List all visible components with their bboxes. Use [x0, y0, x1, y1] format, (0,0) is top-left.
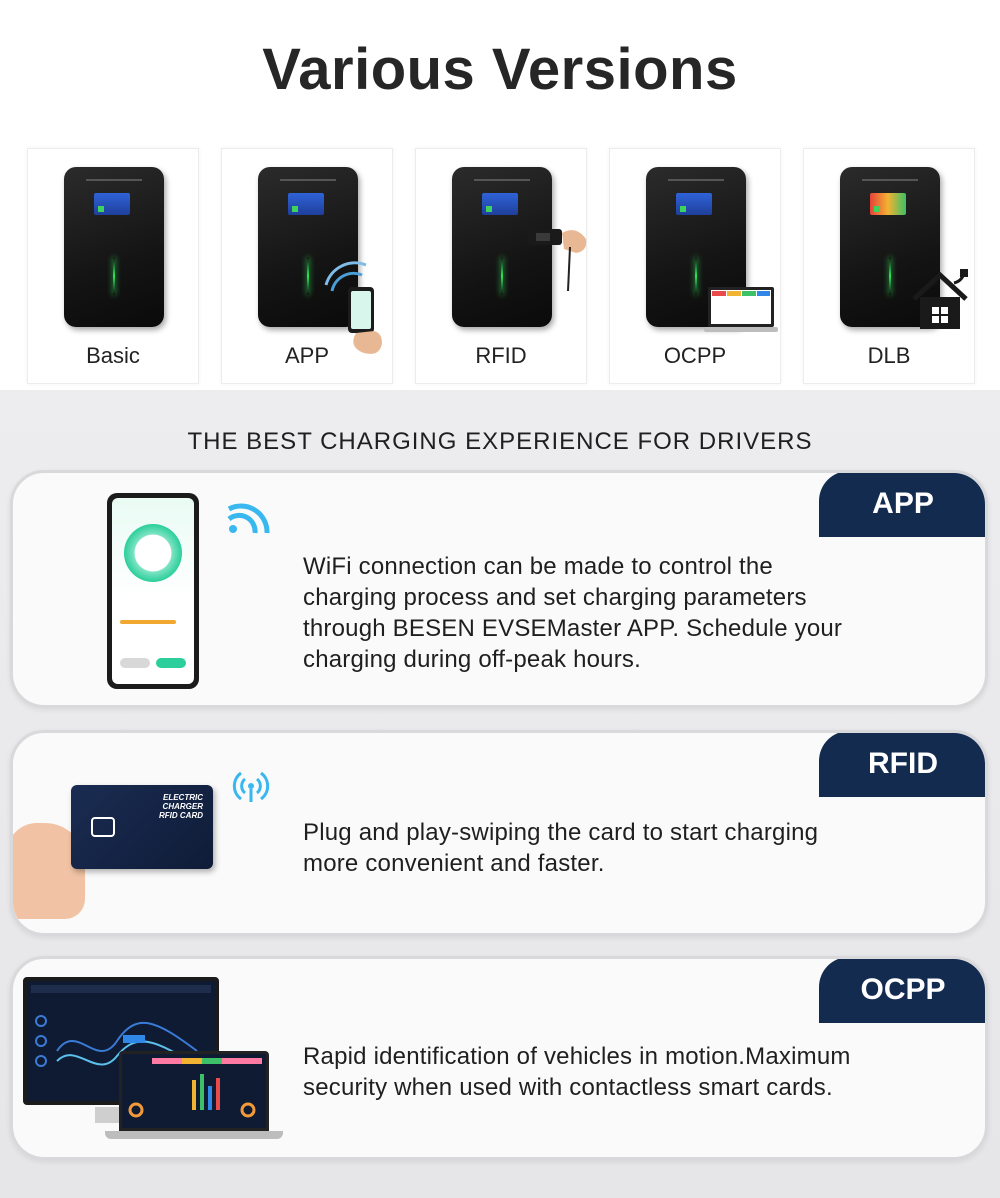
monitor-stand — [95, 1107, 125, 1123]
versions-row: Basic APP — [27, 148, 975, 384]
charge-gauge-icon — [124, 524, 182, 582]
laptop-dashboard-image — [119, 1051, 269, 1131]
version-label: RFID — [475, 343, 527, 368]
version-card-dlb[interactable]: DLB — [803, 148, 975, 384]
version-card-basic[interactable]: Basic — [27, 148, 199, 384]
version-label: Basic — [86, 343, 140, 368]
feature-description: WiFi connection can be made to control t… — [303, 553, 843, 673]
rfid-fob-icon — [528, 229, 587, 292]
charger-image — [452, 167, 552, 327]
feature-card-app: APP WiFi connection can be made to contr… — [10, 470, 988, 708]
feature-description: Plug and play-swiping the card to start … — [303, 819, 819, 877]
version-card-app[interactable]: APP — [221, 148, 393, 384]
version-label: DLB — [867, 343, 911, 368]
feature-card-ocpp: OCPP Rapid identification of vehicles in… — [10, 956, 988, 1160]
phone-wifi-icon — [324, 261, 382, 354]
charger-image — [840, 167, 940, 327]
version-label: APP — [284, 343, 330, 368]
feature-card-rfid: RFID ELECTRIC CHARGER RFID CARD Plug and… — [10, 730, 988, 936]
page-title: Various Versions — [262, 37, 738, 102]
rfid-card-image: ELECTRIC CHARGER RFID CARD — [71, 785, 213, 869]
laptop-base — [105, 1131, 283, 1139]
antenna-icon — [232, 771, 270, 802]
section-title: THE BEST CHARGING EXPERIENCE FOR DRIVERS — [187, 428, 813, 455]
version-card-ocpp[interactable]: OCPP — [609, 148, 781, 384]
feature-description: Rapid identification of vehicles in moti… — [303, 1043, 851, 1101]
laptop-icon — [704, 287, 778, 332]
version-label: OCPP — [663, 343, 727, 368]
house-plug-icon — [912, 269, 968, 329]
feature-tag: RFID — [819, 733, 985, 797]
wifi-icon — [227, 503, 270, 534]
charger-image — [64, 167, 164, 327]
versions-section: Various Versions Basic APP — [0, 0, 1000, 390]
feature-tag: APP — [819, 473, 985, 537]
feature-tag: OCPP — [819, 959, 985, 1023]
charger-image — [258, 167, 358, 327]
phone-app-image — [107, 493, 199, 689]
nfc-chip-icon — [91, 817, 115, 837]
version-card-rfid[interactable]: RFID — [415, 148, 587, 384]
